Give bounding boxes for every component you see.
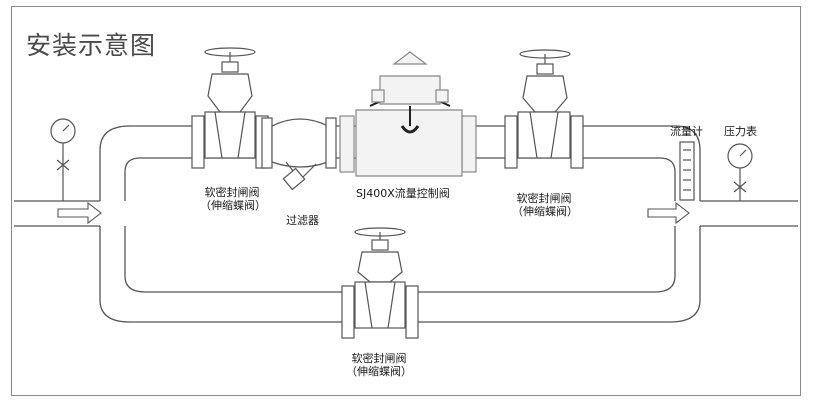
valve-left-label: 软密封闸阀 （伸缩蝶阀） [200,186,266,212]
flowmeter-label: 流量计 [670,125,703,138]
pressure-gauge-right-icon [727,143,753,201]
gate-valve-left [191,47,269,169]
valve-right-label-line2: （伸缩蝶阀） [512,205,578,218]
valve-bottom-label-line2: （伸缩蝶阀） [346,365,412,378]
valve-bottom-label-line1: 软密封闸阀 [351,352,407,365]
outlet-arrow-icon [647,201,690,225]
strainer-label: 过滤器 [286,214,319,227]
flowmeter-icon [679,141,695,201]
gate-valve-bottom [341,227,419,339]
inlet-pipe [14,200,100,227]
diagram-title: 安装示意图 [26,31,157,60]
pressure-gauge-left-icon [50,118,76,201]
strainer [261,117,337,191]
valve-bottom-label: 软密封闸阀 （伸缩蝶阀） [345,352,413,378]
valve-right-label: 软密封闸阀 （伸缩蝶阀） [512,192,578,218]
diagram-frame [11,6,801,396]
outlet-pipe [700,200,798,227]
gate-valve-right [504,49,584,169]
valve-left-label-line2: （伸缩蝶阀） [200,199,266,212]
inlet-arrow-icon [57,201,102,225]
pressure-gauge-label: 压力表 [724,125,757,138]
valve-left-label-line1: 软密封闸阀 [204,186,260,199]
control-valve-label: SJ400X流量控制阀 [356,187,450,200]
control-valve [339,51,477,177]
valve-right-label-line1: 软密封闸阀 [516,192,572,205]
